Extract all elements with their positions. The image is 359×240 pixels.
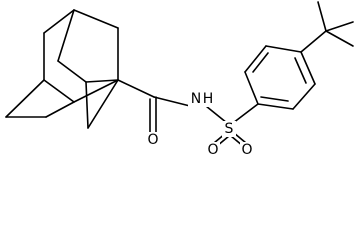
- bond: [85, 79, 119, 83]
- sulfur-label: S: [225, 121, 234, 137]
- bond: [87, 79, 119, 129]
- bond: [5, 79, 45, 118]
- nitrogen-label: N: [191, 91, 201, 107]
- bond: [57, 9, 75, 62]
- bond: [265, 45, 302, 53]
- bond: [292, 83, 316, 110]
- bond: [325, 21, 354, 32]
- label-background: [222, 121, 236, 137]
- sulfonyl-oxygen-left-label: O: [207, 142, 218, 158]
- sulfonyl-oxygen-right-label: O: [241, 142, 252, 158]
- bond: [43, 79, 75, 103]
- bond: [294, 57, 307, 84]
- bond: [244, 45, 267, 73]
- bond: [252, 52, 269, 73]
- carbonyl-oxygen-label: O: [147, 132, 158, 148]
- bond: [317, 1, 327, 32]
- bond: [300, 51, 316, 85]
- bond: [73, 79, 119, 103]
- bond: [232, 103, 259, 124]
- bond: [73, 9, 119, 29]
- bond: [244, 71, 259, 105]
- bond: [45, 101, 75, 118]
- label-background: [188, 91, 215, 107]
- bond: [117, 79, 155, 98]
- hydrogen-label: H: [203, 91, 214, 107]
- bond: [57, 60, 87, 83]
- bond: [257, 103, 294, 110]
- label-background: [206, 142, 220, 158]
- bond: [325, 30, 354, 47]
- label-background: [146, 132, 160, 148]
- bond: [153, 96, 191, 107]
- bond: [43, 9, 75, 34]
- bond: [260, 96, 289, 102]
- bond: [85, 81, 89, 129]
- structure-canvas: N H S O O O: [5, 1, 354, 158]
- molecule-diagram: N H S O O O: [5, 1, 354, 158]
- adamantane-cage: [5, 9, 119, 129]
- benzene-ring: [244, 45, 316, 110]
- tert-butyl-group: [300, 1, 354, 53]
- label-background: [240, 142, 254, 158]
- atom-labels: N H S O O O: [146, 91, 254, 158]
- bond: [300, 30, 327, 53]
